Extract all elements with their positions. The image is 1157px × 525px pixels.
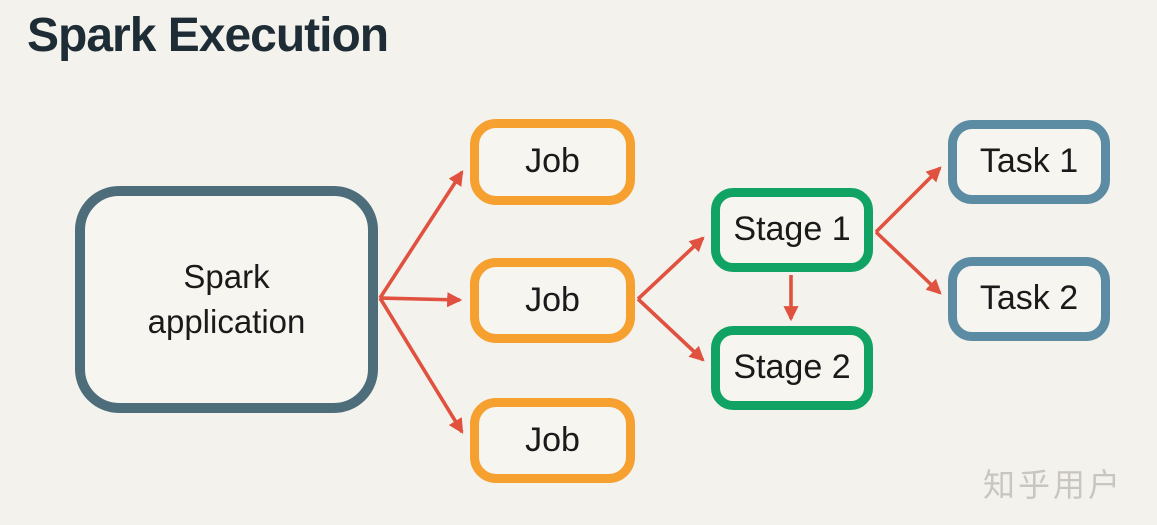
task-2-label: Task 2 — [979, 279, 1079, 318]
node-job-3: Job — [470, 398, 635, 483]
job-2-label: Job — [525, 280, 580, 319]
arrow-job2-to-stage1 — [636, 236, 705, 301]
job-3-label: Job — [525, 420, 580, 459]
node-task-1: Task 1 — [948, 120, 1110, 204]
node-job-2: Job — [470, 258, 635, 343]
task-1-label: Task 1 — [979, 142, 1079, 181]
page-title: Spark Execution — [27, 9, 389, 62]
node-stage-1: Stage 1 — [711, 188, 873, 272]
node-job-1: Job — [470, 119, 635, 205]
spark-application-label-line1: Spark — [183, 257, 270, 295]
node-task-2: Task 2 — [948, 257, 1110, 341]
node-stage-2: Stage 2 — [711, 326, 873, 410]
arrow-spark-to-job2 — [379, 292, 463, 308]
node-spark-application: Spark application — [75, 186, 378, 413]
arrow-stage1-to-task1 — [874, 166, 942, 234]
spark-application-label: Spark application — [148, 255, 306, 344]
watermark: 知乎用户 — [983, 467, 1124, 503]
stage-1-label: Stage 1 — [733, 210, 851, 249]
arrow-stage1-to-task2 — [874, 230, 942, 295]
arrow-spark-to-job1 — [378, 170, 464, 299]
arrow-spark-to-job3 — [378, 297, 464, 434]
stage-2-label: Stage 2 — [733, 348, 851, 387]
arrow-job2-to-stage2 — [636, 297, 705, 362]
job-1-label: Job — [525, 142, 580, 181]
spark-application-label-line2: application — [147, 302, 306, 340]
